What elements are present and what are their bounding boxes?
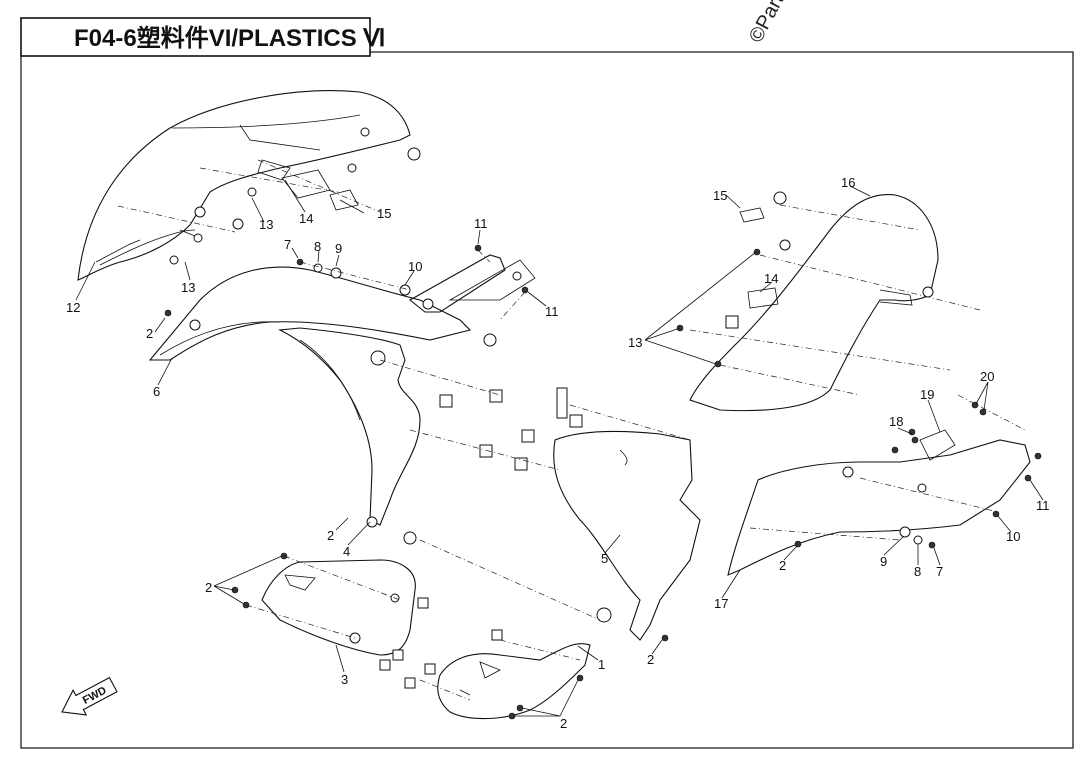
callout-5: 5 [601, 551, 608, 566]
screws-part-2-lower-left [231, 552, 288, 609]
assembly-line [689, 204, 981, 396]
callout-labels: 12 13 13 14 15 7 8 9 10 11 11 2 6 2 4 5 … [66, 175, 1050, 731]
callout-15: 15 [377, 206, 391, 221]
callout-15: 15 [713, 188, 727, 203]
callout-13: 13 [628, 335, 642, 350]
part-12-front-cowl [77, 90, 411, 281]
callout-13: 13 [259, 217, 273, 232]
callout-7: 7 [936, 564, 943, 579]
callout-2: 2 [779, 558, 786, 573]
callout-11: 11 [1036, 498, 1050, 513]
callout-12: 12 [66, 300, 80, 315]
callout-16: 16 [841, 175, 855, 190]
callout-20: 20 [980, 369, 994, 384]
assembly-line [419, 639, 581, 701]
callout-leaders [75, 179, 1044, 717]
fastener-cluster-upper-left [169, 127, 421, 265]
callout-8: 8 [914, 564, 921, 579]
callout-2: 2 [146, 326, 153, 341]
callout-9: 9 [335, 241, 342, 256]
callout-6: 6 [153, 384, 160, 399]
callout-14: 14 [764, 271, 778, 286]
callout-10: 10 [408, 259, 422, 274]
part-14-label-sheet [281, 169, 331, 199]
callout-3: 3 [341, 672, 348, 687]
callout-9: 9 [880, 554, 887, 569]
part-17-tail-panel [727, 401, 1042, 576]
part-6-side-panel [148, 266, 472, 361]
callout-19: 19 [920, 387, 934, 402]
watermark-text: ©Partz [745, 0, 793, 46]
assembly-line [749, 394, 1026, 541]
callout-2: 2 [560, 716, 567, 731]
fwd-arrow-icon: FWD [61, 676, 118, 716]
diagram-frame [20, 51, 1074, 749]
callout-2: 2 [205, 580, 212, 595]
callout-11: 11 [545, 304, 559, 319]
callout-7: 7 [284, 237, 291, 252]
washer-stack-7-8-9-10 [164, 244, 529, 317]
clip-group-center [439, 387, 583, 471]
part-16-seat-cowl [676, 191, 939, 412]
part-4-inner-panel [278, 327, 421, 545]
callout-14: 14 [299, 211, 313, 226]
callout-10: 10 [1006, 529, 1020, 544]
callout-4: 4 [343, 544, 350, 559]
callout-8: 8 [314, 239, 321, 254]
assembly-line [299, 249, 526, 321]
page-title: F04-6塑料件VI/PLASTICS Ⅵ [74, 25, 386, 52]
title-box: F04-6塑料件VI/PLASTICS Ⅵ [20, 17, 386, 57]
part-1-lower-panel [404, 629, 591, 720]
assembly-line [245, 555, 401, 639]
part-15-label-sheet [329, 189, 359, 211]
part-3-lower-panel [261, 559, 429, 671]
callout-11: 11 [474, 216, 488, 231]
part-11-bracket [409, 254, 536, 347]
callout-2: 2 [327, 528, 334, 543]
callout-2: 2 [647, 652, 654, 667]
callout-13: 13 [181, 280, 195, 295]
assembly-line [379, 359, 691, 621]
callout-18: 18 [889, 414, 903, 429]
assembly-line [117, 159, 381, 233]
callout-1: 1 [598, 657, 605, 672]
part-5-side-panel [553, 430, 701, 642]
callout-17: 17 [714, 596, 728, 611]
